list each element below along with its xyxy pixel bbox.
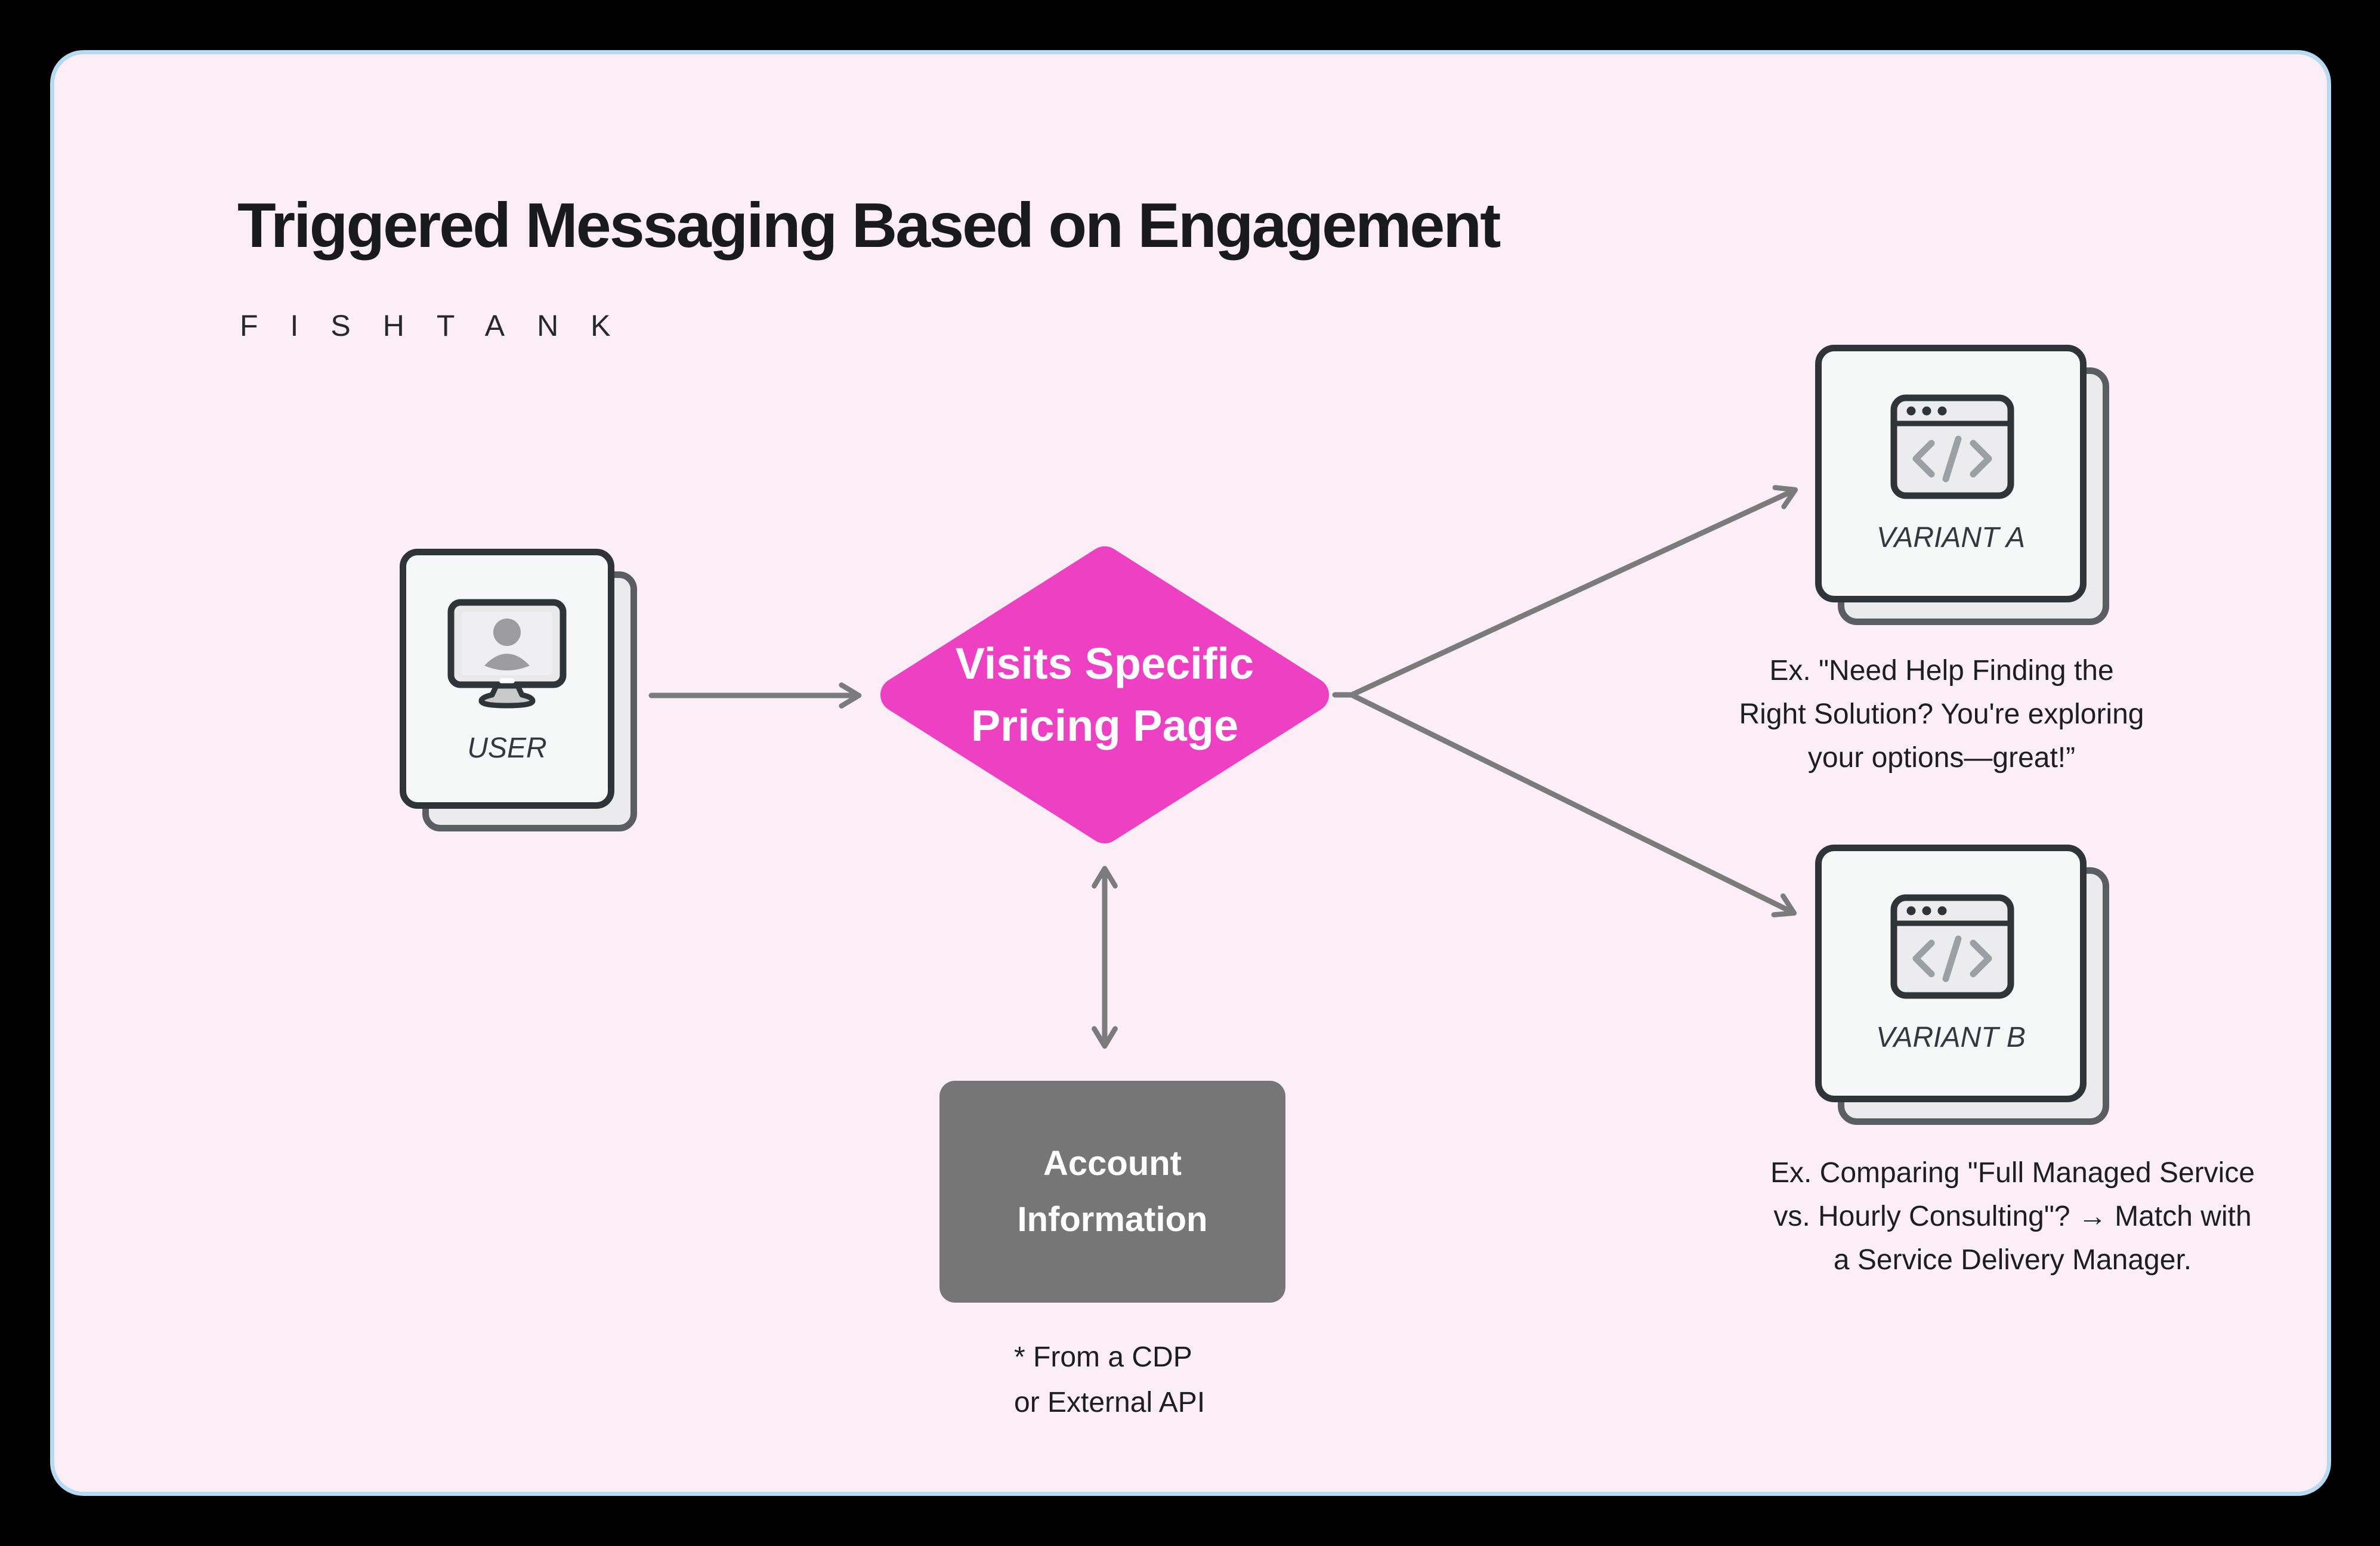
browser-code-icon [1890, 894, 2014, 999]
decision-node-label: Visits Specific Pricing Page [866, 633, 1343, 757]
monitor-user-icon [447, 599, 567, 709]
variant-a-caption-line-3: your options—great!” [1807, 742, 2076, 774]
edge-decision-to-variant-b [1349, 692, 1797, 917]
variant-a-caption: Ex. "Need Help Finding the Right Solutio… [1667, 649, 2216, 780]
account-information-node: Account Information [939, 1081, 1285, 1303]
decision-line-2: Pricing Page [970, 701, 1239, 750]
account-line-1: Account [1043, 1144, 1182, 1183]
brand-logo: FISHTANK [240, 309, 643, 342]
account-line-2: Information [1017, 1200, 1208, 1239]
variant-b-caption-line-3: a Service Delivery Manager. [1833, 1244, 2192, 1276]
decision-line-1: Visits Specific [955, 639, 1254, 688]
variant-a-caption-line-2: Right Solution? You're exploring [1739, 698, 2144, 730]
variant-a-caption-line-1: Ex. "Need Help Finding the [1769, 655, 2114, 687]
variant-b-card-label: VARIANT B [1876, 1022, 2026, 1053]
account-footnote-line-2: or External API [1014, 1387, 1206, 1418]
account-footnote-line-1: * From a CDP [1014, 1341, 1192, 1373]
page-title: Triggered Messaging Based on Engagement [237, 190, 1501, 261]
user-card-label: USER [467, 732, 547, 764]
variant-b-caption-line-1: Ex. Comparing "Full Managed Service [1770, 1157, 2255, 1189]
browser-code-icon [1890, 394, 2014, 499]
account-footnote: * From a CDP or External API [1014, 1335, 1205, 1426]
variant-b-caption: Ex. Comparing "Full Managed Service vs. … [1714, 1151, 2311, 1282]
variant-a-card-label: VARIANT A [1877, 522, 2025, 554]
decision-diamond [880, 546, 1329, 843]
variant-b-caption-line-2: vs. Hourly Consulting"? → Match with [1773, 1201, 2252, 1232]
edge-decision-to-variant-a [1349, 485, 1798, 698]
